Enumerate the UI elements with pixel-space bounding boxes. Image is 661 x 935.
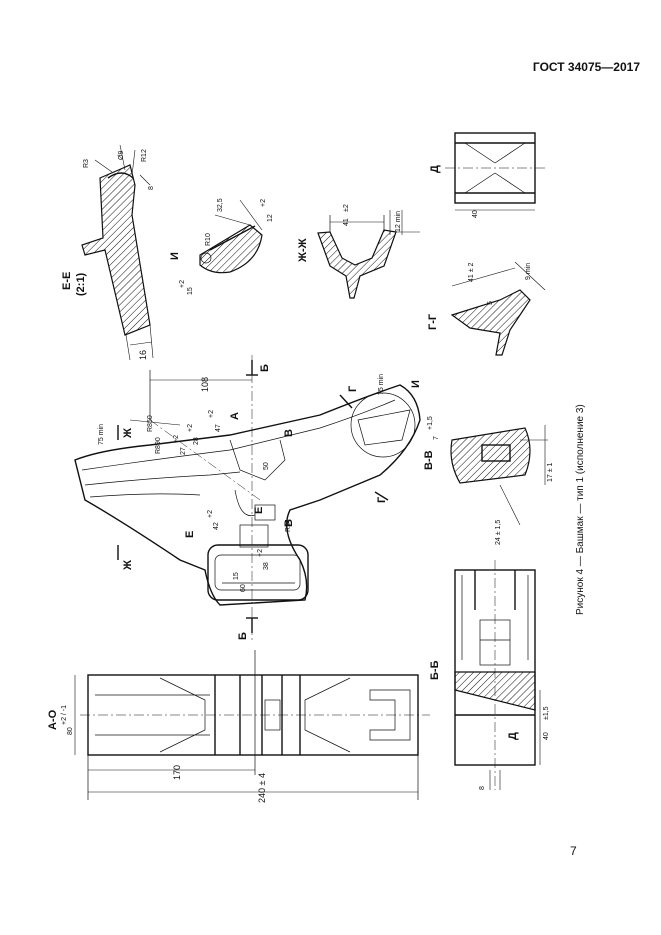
bb-sec-d: Д [507,732,519,740]
section-zhzh: 41 ±2 12 min Ж-Ж [297,204,420,299]
gg-dim-41: 41 ± 2 [468,262,475,282]
ee-r3: R3 [83,159,90,168]
main-dim-108: 108 [200,377,210,392]
main-dim-38-tol: +2 [257,549,264,557]
vv-dim-7-tol: +1,5 [427,416,434,430]
main-dim-38: 38 [263,562,270,570]
gg-title: Г-Г [427,313,439,330]
main-dim-28-tol: +2 [187,424,194,432]
page-number: 7 [570,844,577,858]
ee-dim-8: 8 [148,186,155,190]
svg-text:Б: Б [259,364,271,372]
main-dim-42-tol: +2 [207,510,214,518]
standard-header: ГОСТ 34075—2017 [532,60,640,74]
zhzh-dim-41-tol: ±2 [343,204,350,212]
ee-title: Е-Е [61,272,73,290]
i-dim-32-5: 32,5 [217,198,224,212]
i-dim-12-tol: +2 [260,199,267,207]
ee-scale: (2:1) [75,272,87,296]
ee-r12: R12 [141,149,148,162]
view-ao: 170 240 ± 4 80 +2 / -1 А-О [47,650,430,803]
main-dim-47-tol: +2 [208,410,215,418]
i-dim-12: 12 [267,214,274,222]
cut-v-top: В [283,429,295,437]
cut-i: И [410,380,422,388]
bb-title: Б-Б [429,660,441,680]
ao-title: А-О [47,709,59,730]
i-dim-15-tol: +2 [179,280,186,288]
main-dim-15: 15 [233,572,240,580]
main-dim-50: 50 [263,462,270,470]
cut-zh-top: Ж [122,428,134,439]
main-dim-42: 42 [213,522,220,530]
section-ee: 16 R3 Ø9 R12 8 Е-Е (2:1) [61,144,155,361]
zhzh-dim-12: 12 min [395,211,402,232]
i-r10: R10 [205,233,212,246]
main-dim-47: 47 [215,424,222,432]
gg-dim-5: 5 [487,301,494,305]
view-d: 40 Д [429,132,545,218]
cut-g-top: Г [347,385,359,392]
cut-e-left: Е [184,531,196,538]
cut-g-bottom: Г [376,496,388,503]
ao-dim-80: 80 [67,727,74,735]
vv-title: В-В [423,450,435,470]
cut-zh-bottom: Ж [122,560,134,571]
gg-dim-9: 9 min [525,263,532,280]
ao-dim-170: 170 [172,765,182,780]
i-dim-15: 15 [187,287,194,295]
main-r890: R890 [155,437,162,454]
vv-dim-17: 17 ± 1 [547,462,554,482]
svg-text:Б: Б [237,632,249,640]
zhzh-title: Ж-Ж [297,238,309,263]
detail-i-title: И [169,252,181,260]
zhzh-dim-41: 41 [343,218,350,226]
vv-dim-7: 7 [433,436,440,440]
ee-dim-16: 16 [138,350,148,360]
bb-dim-8: 8 [479,786,486,790]
main-view: 108 75 min R850 R890 75 min 47 +2 28 +2 … [74,355,422,640]
main-r850: R850 [147,415,154,432]
vv-dim-24: 24 ± 1,5 [495,520,502,545]
main-dim-75b: 75 min [378,374,385,395]
detail-i: 32,5 12 +2 15 +2 R10 И [169,198,274,295]
ao-dim-80-tol: +2 / -1 [61,705,68,725]
main-dim-75: 75 min [98,424,105,445]
ee-r9: Ø9 [118,151,125,160]
main-dim-60: 60 [240,584,247,592]
main-dim-28: 28 [193,437,200,445]
section-gg: 41 ± 2 5 9 min Г-Г [427,261,546,356]
main-r14: R14 [285,519,292,532]
cut-a: А [229,412,241,420]
main-dim-27-tol: +2 [173,435,180,443]
view-d-title: Д [429,165,441,173]
bb-dim-40-tol: ±1,5 [543,706,550,720]
cut-marker-b-bottom: Б [237,617,258,640]
main-dim-27: 27 [180,447,187,455]
section-vv: 7 +1,5 17 ± 1 24 ± 1,5 В-В [423,416,554,545]
ao-dim-240: 240 ± 4 [257,773,267,803]
cut-e-right: Е [253,507,265,514]
cut-marker-b-top: Б [246,360,271,376]
d-dim-40: 40 [472,210,479,218]
cut-v-bottom: В [283,519,295,527]
section-bb: 40 ±1,5 8 Д Б-Б [429,560,550,790]
figure-caption: Рисунок 4 — Башмак — тип 1 (исполнение 3… [575,404,586,615]
bb-dim-40: 40 [543,732,550,740]
